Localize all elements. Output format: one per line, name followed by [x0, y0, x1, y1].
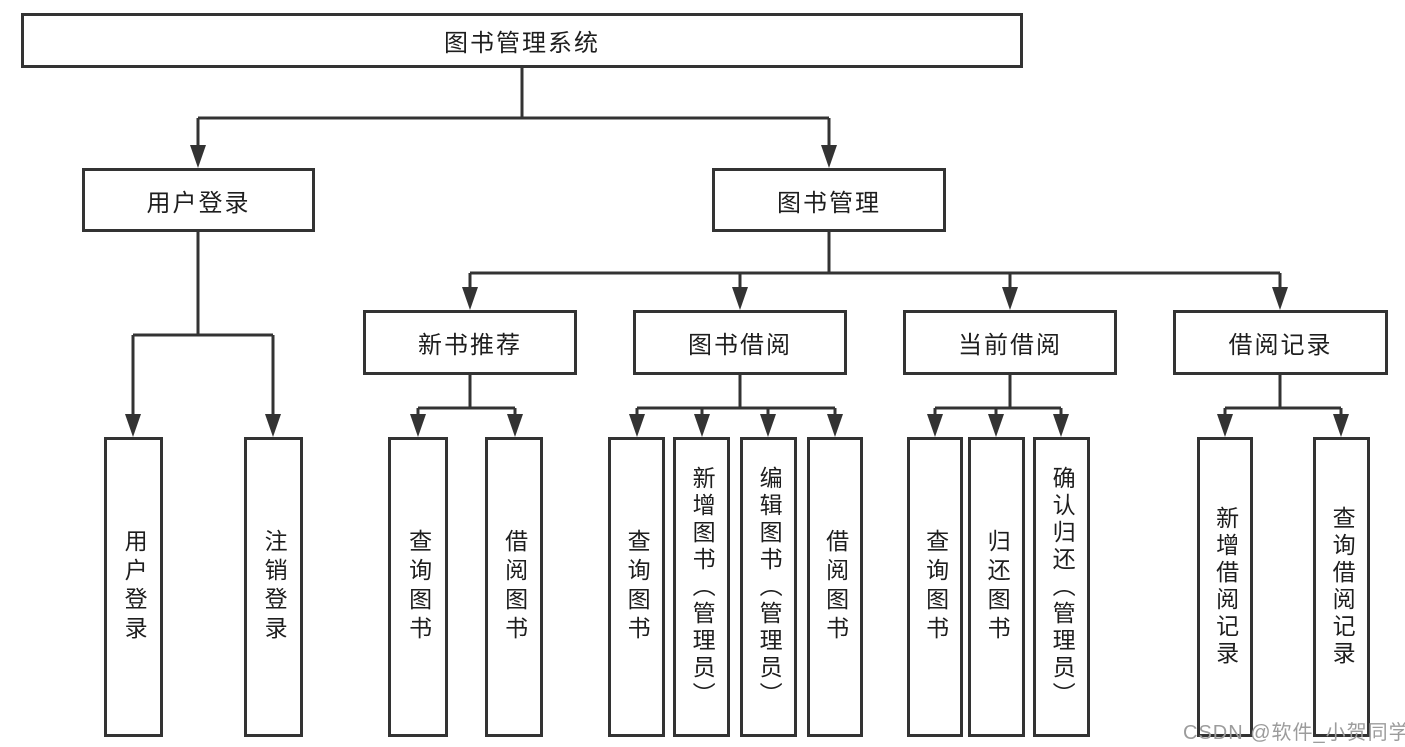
connector-current-borrow-children	[933, 375, 1063, 416]
leaf-confirm-return-admin: 确认归还（管理员）	[1033, 437, 1090, 737]
connector-root-to-level2	[196, 68, 831, 147]
node-root: 图书管理系统	[21, 13, 1023, 68]
leaf-query-borrow-record: 查询借阅记录	[1313, 437, 1370, 737]
arrow-down-icon	[507, 414, 523, 437]
arrow-down-icon	[1053, 414, 1069, 437]
connector-book-management-level3	[468, 232, 1282, 289]
leaf-return-books: 归还图书	[968, 437, 1025, 737]
arrow-down-icon	[265, 414, 281, 437]
arrow-down-icon	[694, 414, 710, 437]
node-borrow-records: 借阅记录	[1173, 310, 1388, 375]
leaf-borrow-books: 借阅图书	[485, 437, 543, 737]
leaf-add-borrow-record: 新增借阅记录	[1197, 437, 1253, 737]
connector-user-login-children	[131, 232, 275, 416]
leaf-user-login: 用户登录	[104, 437, 163, 737]
connector-borrow-records-children	[1223, 375, 1343, 416]
leaf-add-books-admin: 新增图书（管理员）	[673, 437, 730, 737]
node-current-borrow: 当前借阅	[903, 310, 1117, 375]
leaf-borrow-books: 借阅图书	[807, 437, 863, 737]
leaf-query-books: 查询图书	[608, 437, 665, 737]
arrow-down-icon	[732, 287, 748, 310]
connector-new-book-children	[416, 375, 517, 416]
node-book-management: 图书管理	[712, 168, 946, 232]
arrow-down-icon	[125, 414, 141, 437]
connector-book-borrow-children	[635, 375, 837, 416]
arrow-down-icon	[1002, 287, 1018, 310]
arrow-down-icon	[760, 414, 776, 437]
arrow-down-icon	[629, 414, 645, 437]
arrow-down-icon	[190, 145, 206, 168]
arrow-down-icon	[988, 414, 1004, 437]
leaf-edit-books-admin: 编辑图书（管理员）	[740, 437, 797, 737]
arrow-down-icon	[1217, 414, 1233, 437]
node-book-borrow: 图书借阅	[633, 310, 847, 375]
leaf-query-books: 查询图书	[907, 437, 963, 737]
arrow-down-icon	[410, 414, 426, 437]
leaf-query-books: 查询图书	[388, 437, 448, 737]
arrow-down-icon	[462, 287, 478, 310]
arrow-down-icon	[1333, 414, 1349, 437]
leaf-logout: 注销登录	[244, 437, 303, 737]
arrow-down-icon	[927, 414, 943, 437]
arrow-down-icon	[827, 414, 843, 437]
arrow-down-icon	[1272, 287, 1288, 310]
csdn-watermark: CSDN @软件_小贺同学	[1183, 722, 1405, 744]
node-new-book-recommend: 新书推荐	[363, 310, 577, 375]
node-user-login: 用户登录	[82, 168, 315, 232]
arrow-down-icon	[821, 145, 837, 168]
